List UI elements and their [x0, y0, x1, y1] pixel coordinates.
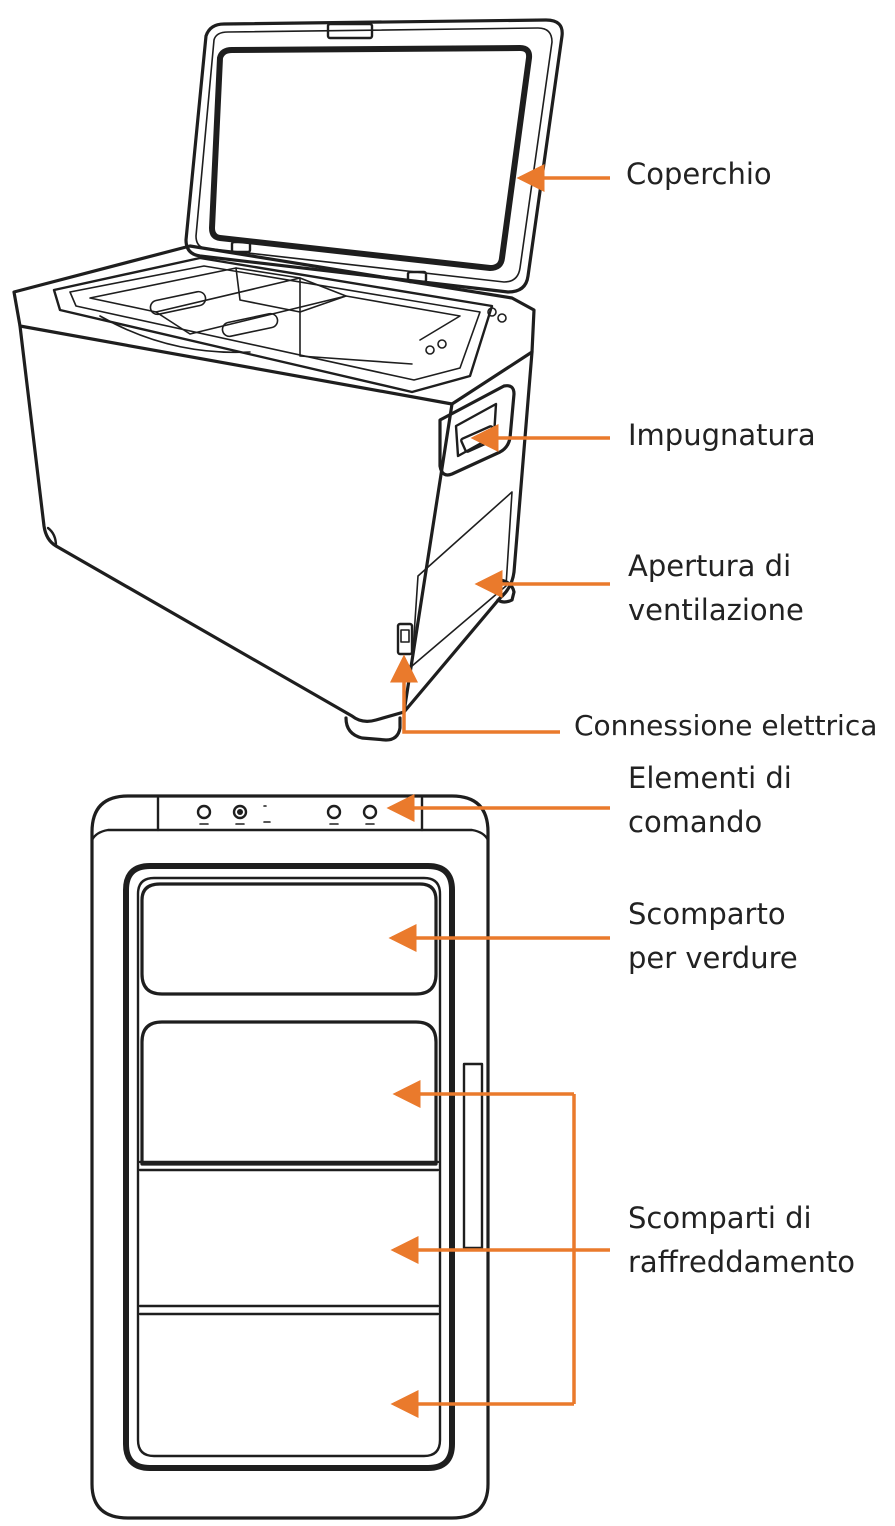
- label-impugnatura-line1: Impugnatura: [628, 418, 816, 452]
- control-panel: [196, 804, 378, 825]
- cooling-compartments: [138, 1020, 440, 1316]
- label-scomparto-verdure-line2: per verdure: [628, 941, 798, 975]
- vent-panel: [411, 491, 513, 667]
- label-apertura-line2: ventilazione: [628, 593, 804, 627]
- label-coperchio: Coperchio: [626, 152, 772, 196]
- label-coperchio-line1: Coperchio: [626, 157, 772, 191]
- fridge-outer: [90, 794, 490, 1520]
- arrow-connessione: [390, 654, 560, 734]
- label-scomparti-raffreddamento-line2: raffreddamento: [628, 1245, 855, 1279]
- door-frame: [123, 863, 455, 1471]
- label-elementi: Elementi di comando: [628, 756, 792, 844]
- label-scomparti-raffreddamento: Scomparti di raffreddamento: [628, 1196, 855, 1284]
- label-scomparto-verdure-line1: Scomparto: [628, 897, 786, 931]
- handle: [438, 384, 516, 477]
- interior-baskets: [89, 267, 507, 365]
- label-scomparto-verdure: Scomparto per verdure: [628, 892, 798, 980]
- label-connessione-line1: Connessione elettrica: [574, 709, 878, 742]
- label-apertura-line1: Apertura di: [628, 549, 792, 583]
- label-connessione: Connessione elettrica: [574, 704, 877, 748]
- door-handle: [462, 1062, 484, 1250]
- lid: [184, 18, 564, 294]
- label-elementi-line2: comando: [628, 805, 763, 839]
- fridge-illustration: [90, 794, 490, 1520]
- label-scomparti-raffreddamento-line1: Scomparti di: [628, 1201, 812, 1235]
- label-impugnatura: Impugnatura: [628, 413, 816, 457]
- vegetable-drawer: [140, 882, 438, 996]
- leader-lines: [386, 164, 610, 1418]
- label-apertura: Apertura di ventilazione: [628, 544, 804, 632]
- body-rim: [12, 244, 536, 406]
- body: [18, 324, 534, 742]
- cooler-illustration: [12, 18, 564, 742]
- label-elementi-line1: Elementi di: [628, 761, 792, 795]
- power-connector: [396, 622, 414, 656]
